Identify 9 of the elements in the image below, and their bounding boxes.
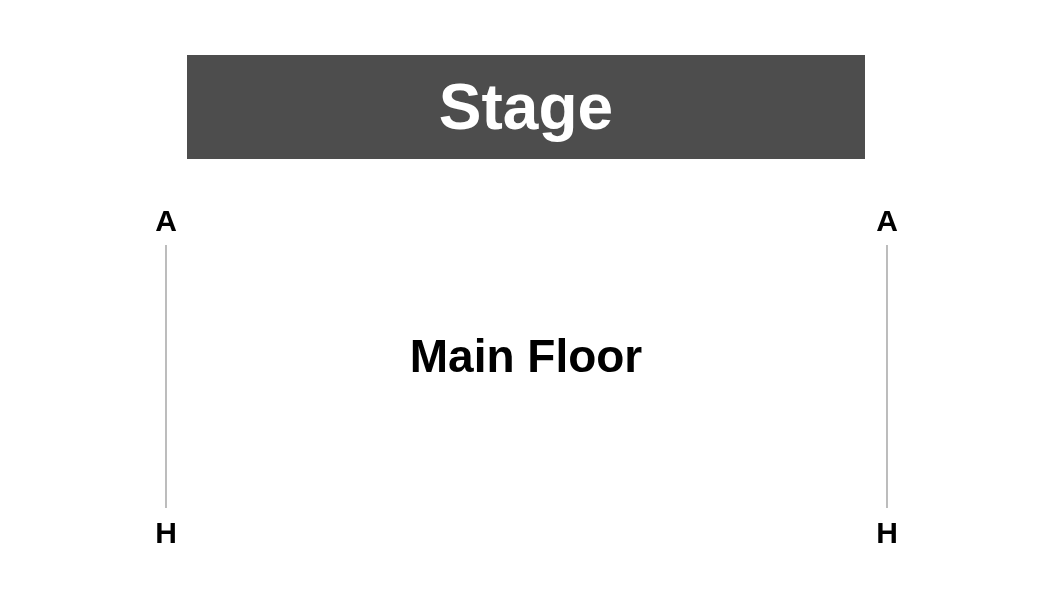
stage-block [187,55,865,159]
row-letter: H [876,516,898,550]
row-letter: A [155,204,177,238]
row-letter: A [876,204,898,238]
row-line [886,244,888,509]
row-line [165,244,167,509]
floor-label: Main Floor [409,329,643,383]
stage-label: Stage [438,70,614,144]
row-letter: H [155,516,177,550]
